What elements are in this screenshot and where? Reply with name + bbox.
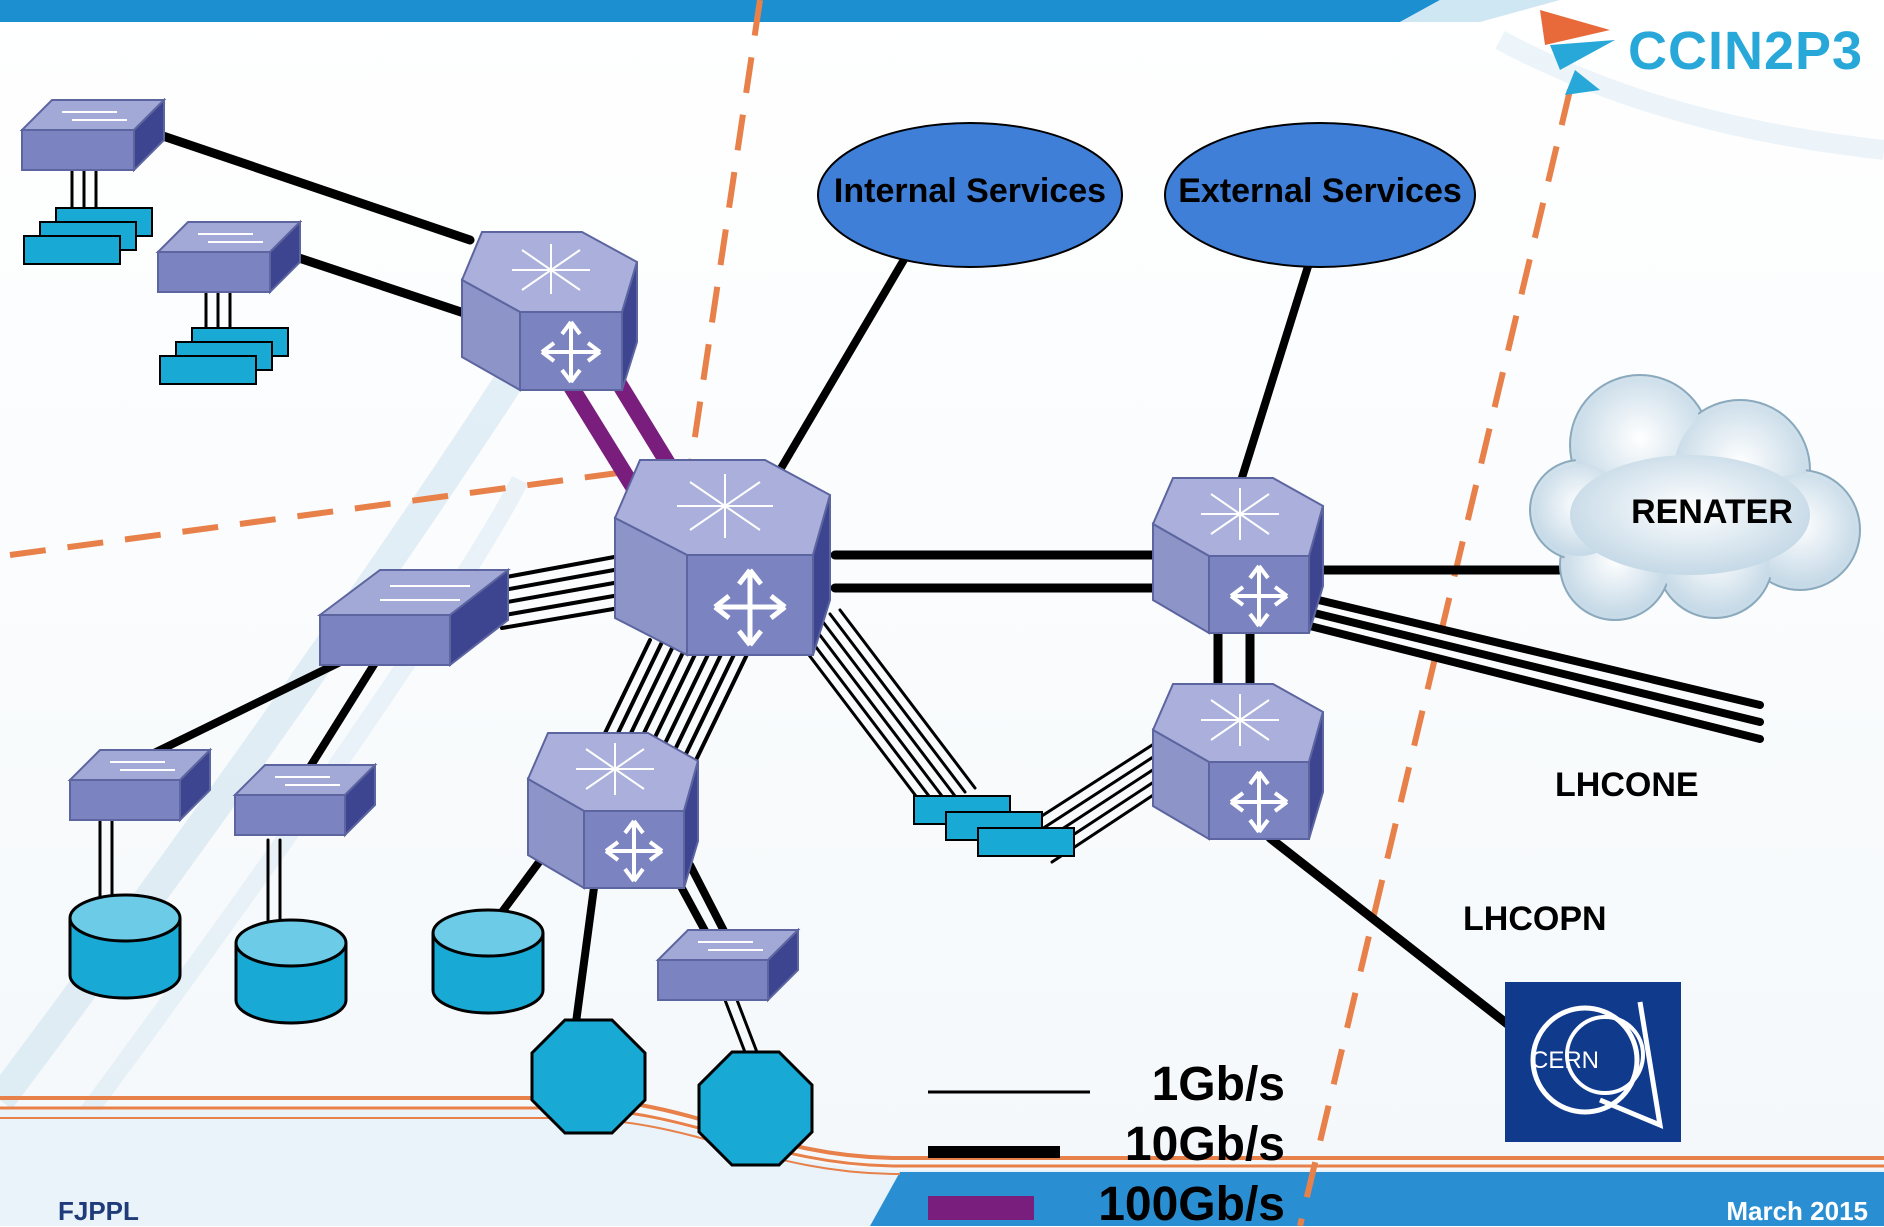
switch-top-left-1 — [19, 97, 167, 173]
internal-services-node: Internal Services — [817, 122, 1123, 268]
external-services-node: External Services — [1164, 122, 1476, 268]
internal-services-label: Internal Services — [834, 172, 1106, 210]
server-stack-1 — [23, 207, 153, 265]
legend-label-10g: 10Gb/s — [1125, 1118, 1285, 1171]
svg-text:CERN: CERN — [1531, 1047, 1599, 1074]
legend-label-100g: 100Gb/s — [1098, 1178, 1285, 1226]
legend-label-1g: 1Gb/s — [1152, 1058, 1285, 1111]
server-stack-2 — [159, 327, 289, 385]
router-core — [613, 459, 832, 657]
storage-3 — [431, 908, 545, 1015]
switch-small-3 — [655, 927, 801, 1003]
lhcone-label: LHCONE — [1555, 766, 1699, 804]
links — [70, 130, 1764, 1062]
cern-logo: CERN — [1505, 982, 1681, 1142]
external-services-label: External Services — [1178, 172, 1462, 210]
switch-small-1 — [67, 747, 213, 823]
footer-left-text: FJPPL — [58, 1196, 139, 1226]
octagon-node-1 — [530, 1018, 647, 1135]
lhcopn-label: LHCOPN — [1463, 900, 1607, 938]
router-storage — [526, 732, 700, 890]
top-banner — [0, 0, 1440, 22]
router-lower — [1151, 683, 1325, 841]
switch-aggregation — [317, 567, 511, 668]
renater-cloud: RENATER — [1529, 374, 1861, 621]
octagon-node-2 — [697, 1050, 814, 1167]
renater-label: RENATER — [1631, 493, 1793, 531]
router-border — [1151, 477, 1325, 635]
server-stack-3 — [913, 795, 1075, 857]
storage-1 — [68, 893, 182, 1000]
legend: 1Gb/s 10Gb/s 100Gb/s — [928, 1058, 1285, 1226]
ccin2p3-logo-text: CCIN2P3 — [1628, 21, 1864, 81]
switch-top-left-2 — [155, 219, 303, 295]
ccin2p3-logo — [1540, 10, 1615, 95]
footer-date: March 2015 — [1726, 1196, 1868, 1226]
storage-2 — [234, 918, 348, 1025]
switch-small-2 — [232, 762, 378, 838]
router-top — [460, 231, 639, 392]
